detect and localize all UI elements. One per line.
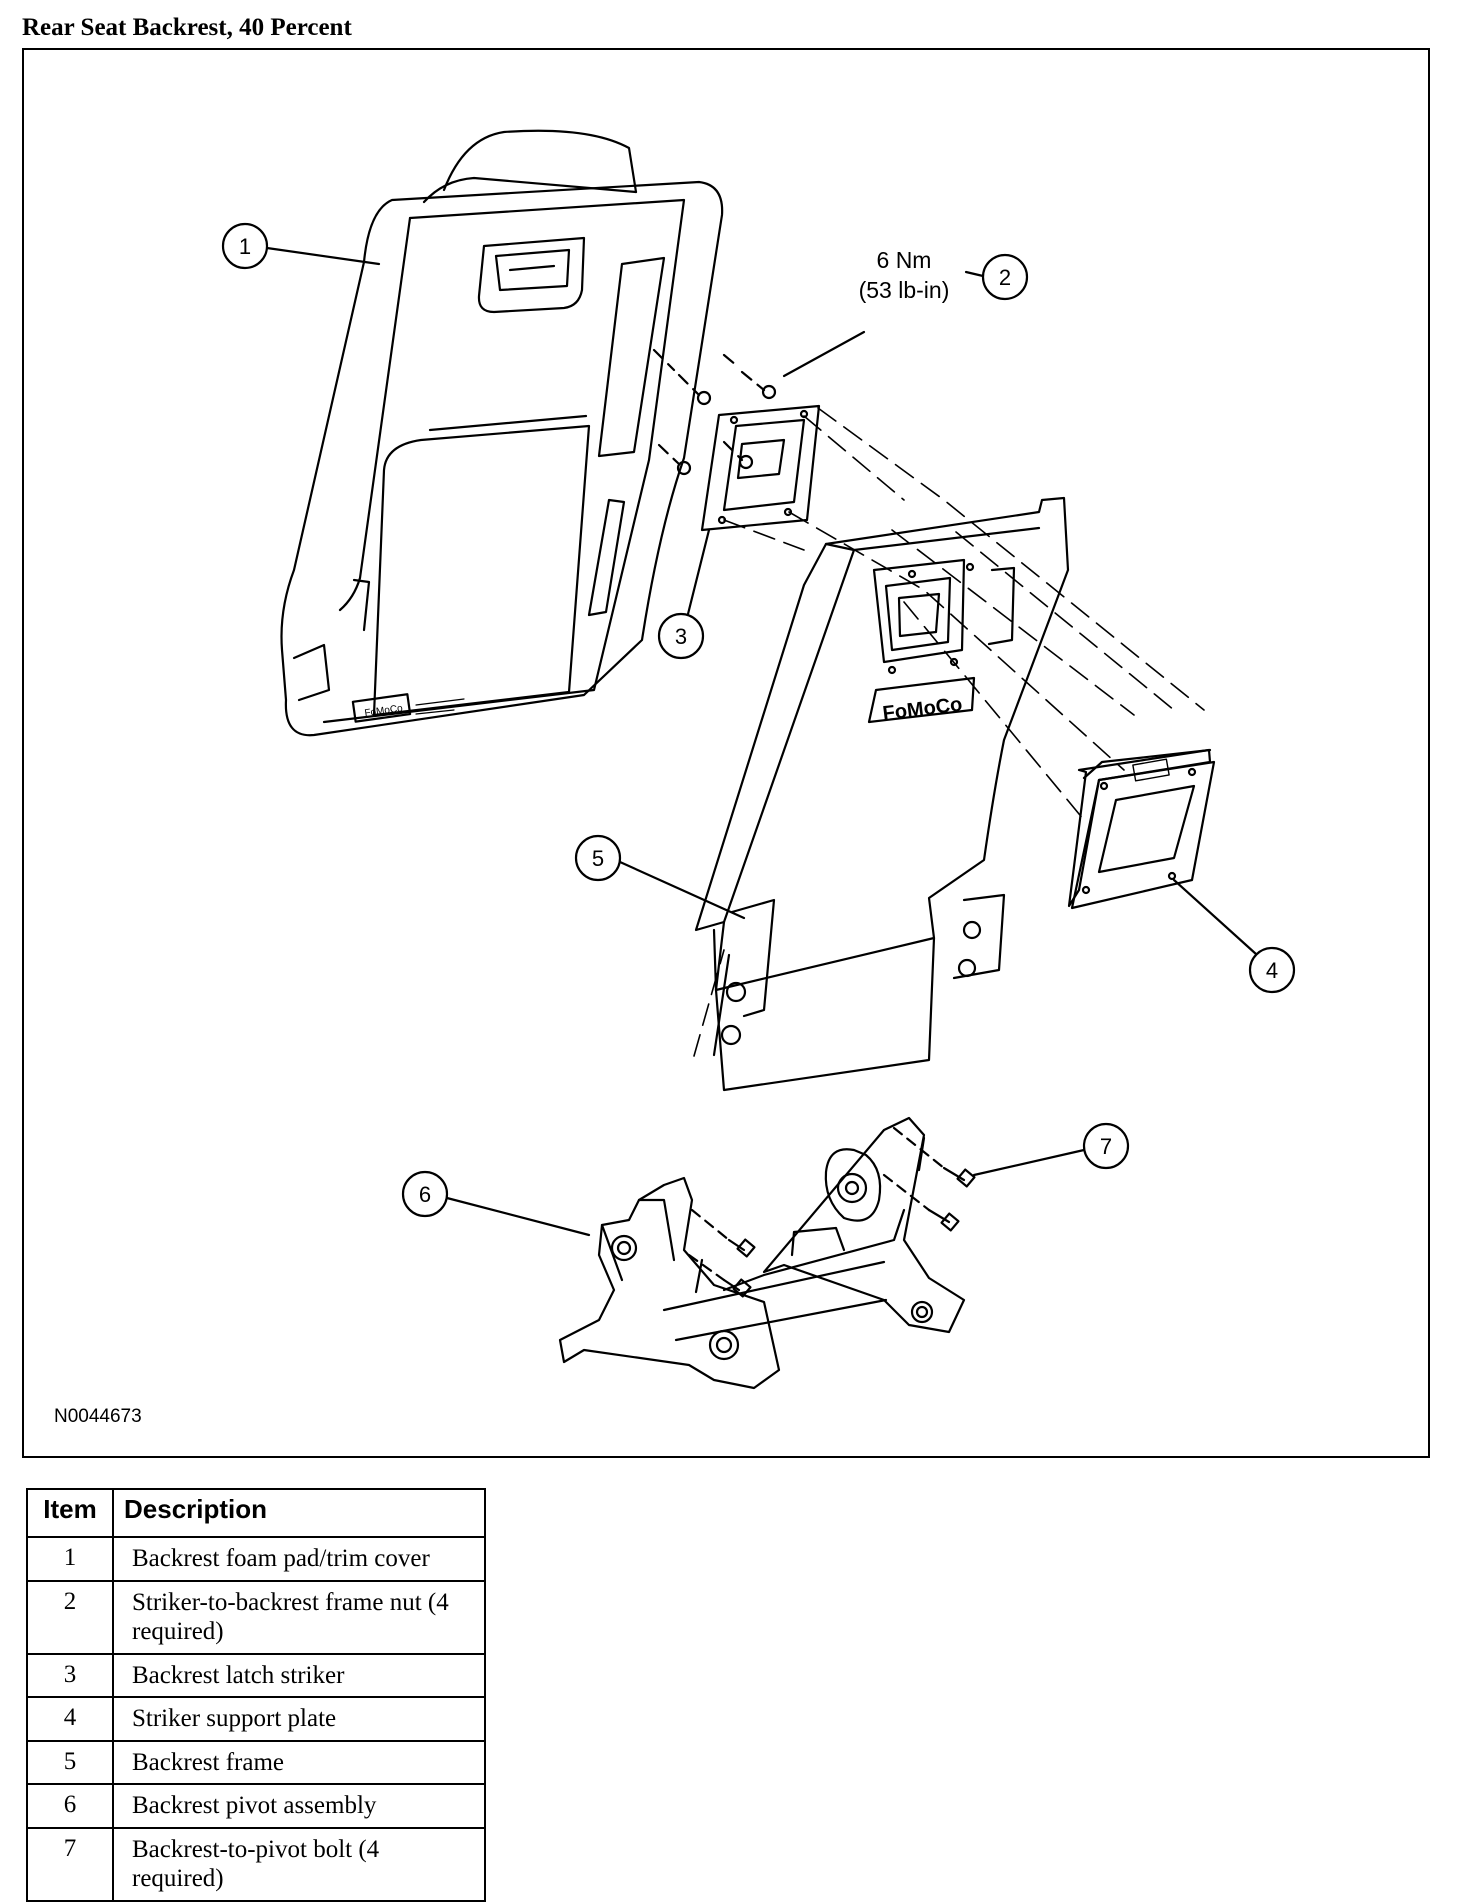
torque-imperial: (53 lb-in): [859, 277, 950, 303]
callout-6-label: 6: [419, 1182, 431, 1207]
table-row: 7 Backrest-to-pivot bolt (4 required): [26, 1826, 486, 1902]
table-header-row: Item Description: [26, 1488, 486, 1538]
callout-3-label: 3: [675, 624, 687, 649]
item-description: Backrest frame: [112, 1739, 486, 1785]
item-number: 5: [26, 1739, 114, 1785]
header-item: Item: [26, 1488, 114, 1538]
item-number: 4: [26, 1696, 114, 1742]
callout-2-label: 2: [999, 265, 1011, 290]
exploded-view-figure: FoMoCo: [22, 48, 1430, 1458]
pivot-bolts: [687, 1126, 976, 1298]
page-title: Rear Seat Backrest, 40 Percent: [22, 14, 352, 41]
item-number: 2: [26, 1579, 114, 1655]
callout-1-label: 1: [239, 234, 251, 259]
parts-table: Item Description 1 Backrest foam pad/tri…: [26, 1488, 486, 1902]
callout-7-circle: [1082, 1122, 1130, 1170]
striker-support-plate: [1067, 748, 1216, 910]
callout-4-label: 4: [1266, 958, 1278, 983]
exploded-view-drawing: FoMoCo: [54, 129, 1296, 1427]
backrest-latch-striker: [700, 404, 821, 532]
backrest-frame: FoMoCo: [694, 496, 1070, 1092]
table-row: 6 Backrest pivot assembly: [26, 1783, 486, 1829]
backrest-pivot-assembly: [558, 1116, 966, 1390]
pad-logo-text: FoMoCo: [364, 703, 404, 719]
item-description: Backrest pivot assembly: [112, 1783, 486, 1829]
callout-1-circle: [221, 222, 269, 270]
item-number: 6: [26, 1783, 114, 1829]
callout-5-circle: [574, 834, 622, 882]
item-number: 3: [26, 1652, 114, 1698]
item-description: Backrest-to-pivot bolt (4 required): [112, 1826, 486, 1902]
table-row: 5 Backrest frame: [26, 1739, 486, 1785]
item-description: Backrest foam pad/trim cover: [112, 1536, 486, 1582]
header-description: Description: [112, 1488, 486, 1538]
callout-4-circle: [1248, 946, 1296, 994]
frame-logo-text: FoMoCo: [881, 693, 963, 725]
torque-metric: 6 Nm: [877, 247, 932, 273]
item-number: 7: [26, 1826, 114, 1902]
figure-id: N0044673: [54, 1406, 142, 1427]
table-row: 3 Backrest latch striker: [26, 1652, 486, 1698]
item-description: Striker support plate: [112, 1696, 486, 1742]
table-row: 4 Striker support plate: [26, 1696, 486, 1742]
backrest-foam-pad: FoMoCo: [280, 129, 724, 737]
callout-6-circle: [401, 1170, 449, 1218]
alignment-lines: [693, 407, 1205, 1057]
table-row: 2 Striker-to-backrest frame nut (4 requi…: [26, 1579, 486, 1655]
callout-5-label: 5: [592, 846, 604, 871]
item-description: Striker-to-backrest frame nut (4 require…: [112, 1579, 486, 1655]
callout-7-label: 7: [1100, 1134, 1112, 1159]
item-number: 1: [26, 1536, 114, 1582]
callout-3-circle: [657, 612, 705, 660]
item-description: Backrest latch striker: [112, 1652, 486, 1698]
table-row: 1 Backrest foam pad/trim cover: [26, 1536, 486, 1582]
